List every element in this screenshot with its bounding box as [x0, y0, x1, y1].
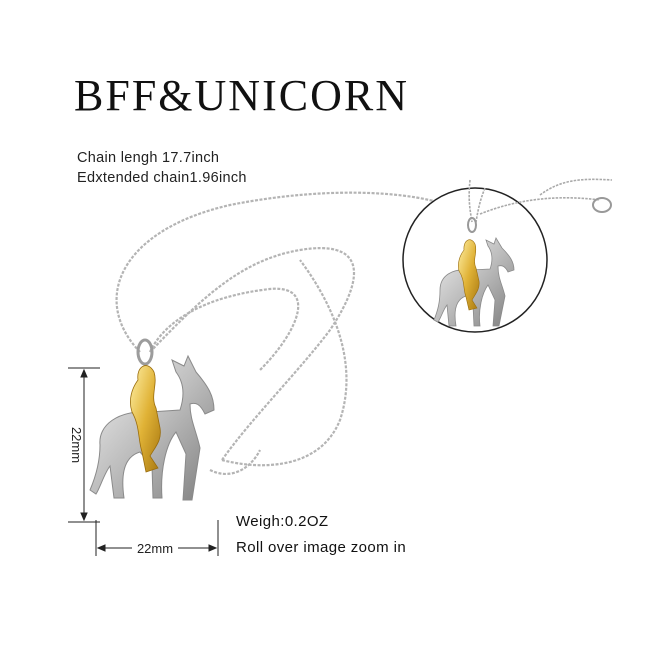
- dimension-lines: [68, 367, 219, 556]
- width-dimension-label: 22mm: [137, 541, 173, 556]
- zoom-hint-text: Roll over image zoom in: [236, 539, 407, 556]
- weight-text: Weigh:0.2OZ: [236, 513, 329, 530]
- product-title: BFF&UNICORN: [74, 71, 409, 120]
- horse-pendant: [89, 338, 215, 501]
- zoom-inset: [402, 178, 613, 333]
- chain: [115, 191, 471, 475]
- chain-length-text: Chain lengh 17.7inch: [77, 150, 220, 166]
- height-dimension-label: 22mm: [69, 427, 84, 463]
- extended-chain-text: Edxtended chain1.96inch: [77, 170, 247, 186]
